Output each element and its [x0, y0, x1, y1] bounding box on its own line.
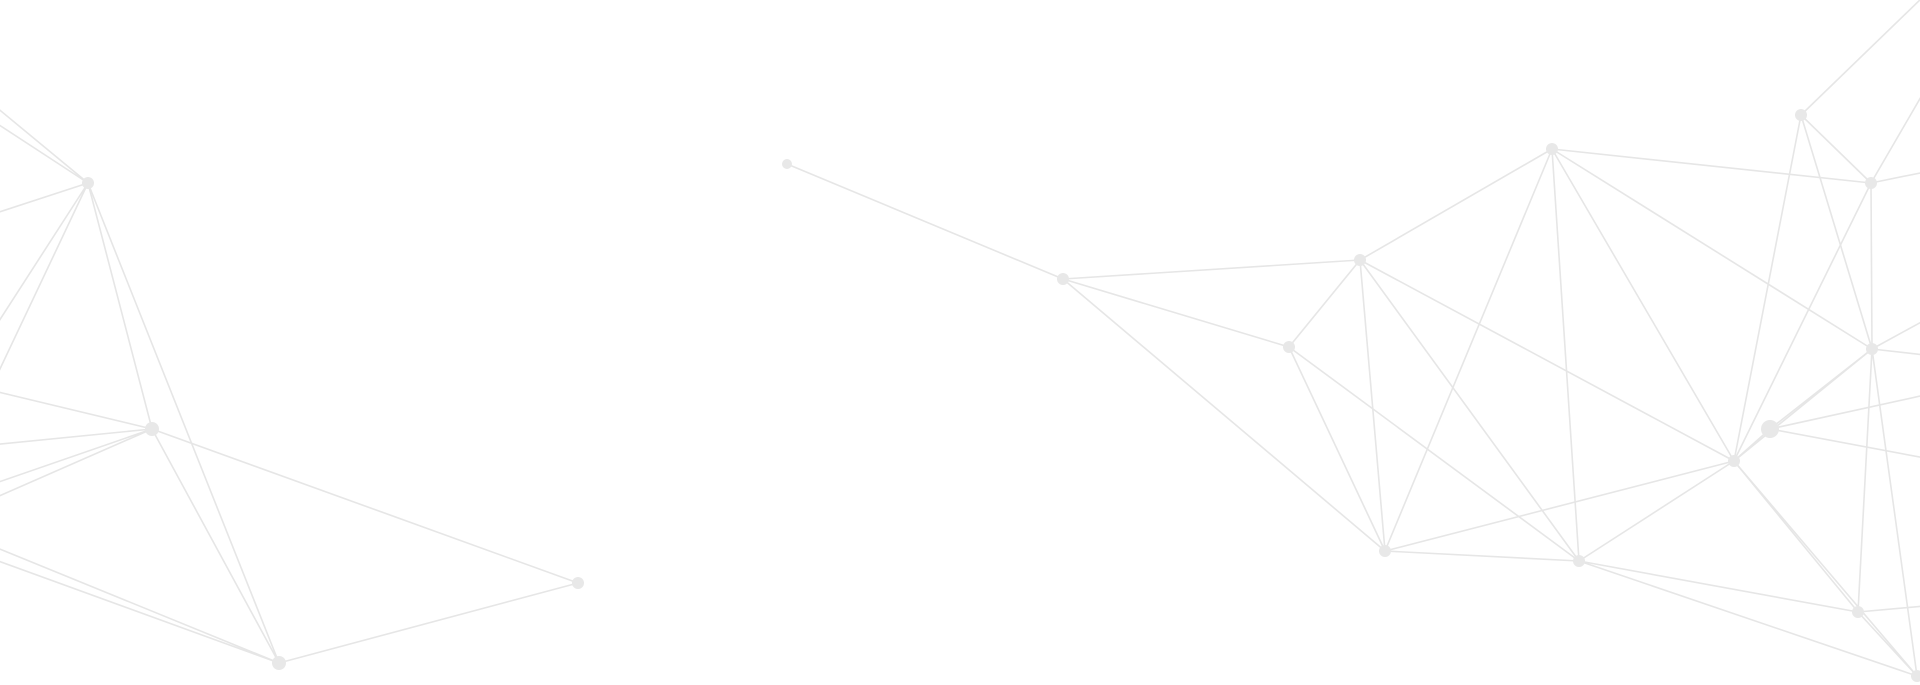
network-edge [1733, 460, 1918, 677]
network-node [1573, 555, 1585, 567]
network-edge [1551, 148, 1735, 462]
network-node [1866, 343, 1878, 355]
network-edge [1871, 348, 1920, 356]
network-edge [0, 428, 153, 497]
network-edge [1359, 259, 1386, 552]
network-edge [0, 428, 153, 483]
network-node [1865, 177, 1877, 189]
network-node [82, 177, 94, 189]
network-node [1911, 670, 1920, 682]
network-edge [786, 163, 1064, 280]
network-edge [87, 182, 153, 430]
network-edge [0, 124, 89, 184]
network-edge [1857, 605, 1920, 613]
network-edge [278, 582, 579, 664]
network-edge [1359, 148, 1553, 261]
network-nodes [82, 109, 1920, 682]
network-edge [1733, 182, 1872, 462]
network-node [145, 422, 159, 436]
network-edge [0, 182, 89, 213]
network-edge [1769, 428, 1920, 458]
network-node [1379, 545, 1391, 557]
network-edge [1384, 460, 1735, 552]
network-edge [1578, 460, 1735, 562]
network-node [1761, 420, 1779, 438]
network-edge [1384, 148, 1553, 552]
network-node [1283, 341, 1295, 353]
network-node [1728, 455, 1740, 467]
network-edge [1769, 395, 1920, 430]
network-edge [1062, 278, 1290, 348]
network-edge [0, 109, 89, 184]
network-edge [1733, 114, 1802, 462]
network-edge [1870, 182, 1873, 350]
network-edge [0, 548, 280, 664]
network-edge [1578, 560, 1918, 677]
network-edge [1288, 346, 1386, 552]
network-edge [1870, 97, 1920, 184]
network-node [1057, 273, 1069, 285]
network-edge [1551, 148, 1873, 350]
network-edge [1857, 348, 1873, 613]
network-node [572, 577, 584, 589]
network-edge [1870, 172, 1920, 184]
network-edge [87, 182, 280, 664]
network-edge [1800, 0, 1920, 116]
network-edge [1871, 321, 1920, 350]
network-edge [1769, 348, 1873, 430]
network-edge [151, 428, 579, 584]
network-edge [1288, 259, 1361, 348]
network-edge [1359, 259, 1735, 462]
network-node [1852, 606, 1864, 618]
network-edge [0, 560, 280, 664]
network-edge [1800, 114, 1872, 184]
network-edge [0, 182, 89, 371]
network-node [1546, 143, 1558, 155]
network-edge [151, 428, 280, 664]
network-edge [1062, 278, 1386, 552]
network-node [1354, 254, 1366, 266]
network-edge [1578, 560, 1859, 613]
network-edge [1800, 114, 1873, 350]
network-edge [0, 182, 89, 321]
network-edge [1288, 346, 1580, 562]
network-edge [0, 428, 153, 445]
network-edge [1551, 148, 1872, 184]
network-edge [0, 391, 153, 430]
network-edge [1857, 611, 1918, 677]
network-node [1795, 109, 1807, 121]
network-edge [1384, 550, 1580, 562]
network-node [272, 656, 286, 670]
network-edge [1551, 148, 1580, 562]
network-edge [1062, 259, 1361, 280]
network-edge [1359, 259, 1580, 562]
network-edge [1871, 348, 1918, 677]
network-node [782, 159, 792, 169]
